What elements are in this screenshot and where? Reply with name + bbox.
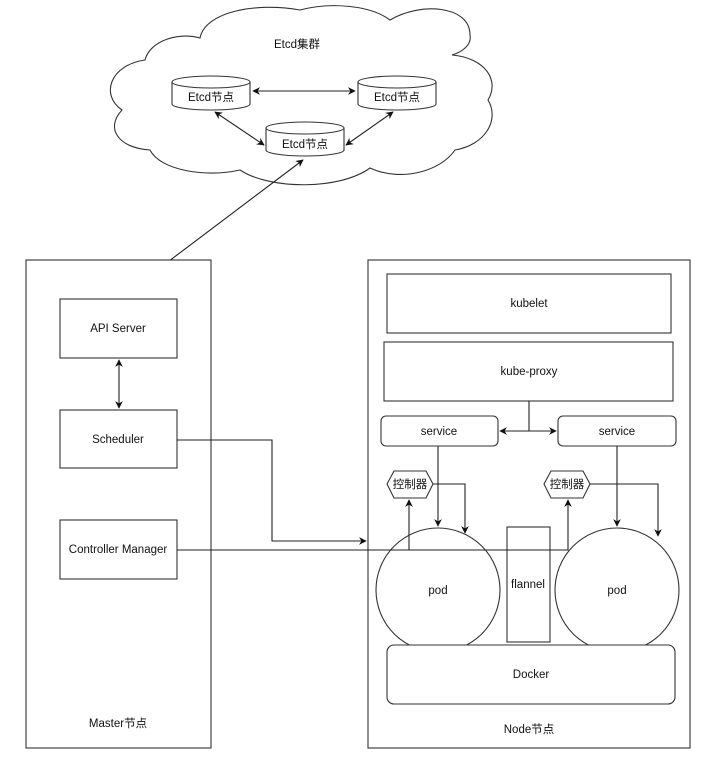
etcd-node-label: Etcd节点 <box>282 138 328 151</box>
worker-node: Node节点 kubelet kube-proxy service servic… <box>367 259 691 749</box>
service-label: service <box>421 426 457 438</box>
cloud-shape <box>109 5 493 186</box>
api-server-label: API Server <box>90 323 146 335</box>
kubelet[interactable]: kubelet <box>386 273 672 334</box>
controller-right[interactable]: 控制器 <box>543 470 591 499</box>
kube-proxy-label: kube-proxy <box>501 366 558 378</box>
service-label: service <box>599 426 635 438</box>
scheduler-label: Scheduler <box>92 434 144 446</box>
pod-left[interactable]: pod <box>375 527 501 653</box>
etcd-node-label: Etcd节点 <box>188 91 234 104</box>
etcd-node-left: Etcd节点 <box>171 75 251 111</box>
controller-manager-label: Controller Manager <box>69 544 168 556</box>
edge-controller-right-pod <box>590 483 662 537</box>
etcd-cluster: Etcd集群 Etcd节点 Etcd节点 Etcd节点 <box>109 5 493 186</box>
flannel-label: flannel <box>511 579 545 591</box>
master-node-title: Master节点 <box>89 717 147 730</box>
pod-label: pod <box>607 585 626 597</box>
edge-controller-manager-controller-right <box>409 499 572 551</box>
edge-controller-left-pod <box>433 483 469 534</box>
master-node: Master节点 API Server Scheduler Controller… <box>25 259 212 749</box>
docker-label: Docker <box>513 669 550 681</box>
api-server[interactable]: API Server <box>59 298 178 359</box>
edge-etcd-left-bottom <box>214 111 265 146</box>
service-right[interactable]: service <box>557 415 677 447</box>
edge-etcd-right-bottom <box>345 111 394 146</box>
pod-right[interactable]: pod <box>554 527 680 653</box>
edge-scheduler-node <box>177 439 367 545</box>
controller-label: 控制器 <box>393 477 428 491</box>
controller-manager[interactable]: Controller Manager <box>59 519 178 580</box>
controller-label: 控制器 <box>550 477 585 491</box>
docker[interactable]: Docker <box>386 644 676 705</box>
kubelet-label: kubelet <box>510 298 548 310</box>
scheduler[interactable]: Scheduler <box>59 409 178 469</box>
etcd-node-label: Etcd节点 <box>374 91 420 104</box>
worker-node-title: Node节点 <box>504 723 555 736</box>
etcd-node-right: Etcd节点 <box>357 75 437 111</box>
pod-label: pod <box>428 585 447 597</box>
controller-left[interactable]: 控制器 <box>386 470 434 499</box>
service-left[interactable]: service <box>380 415 499 447</box>
etcd-cluster-title: Etcd集群 <box>274 37 321 51</box>
kube-proxy[interactable]: kube-proxy <box>383 341 674 402</box>
etcd-node-bottom: Etcd节点 <box>265 121 345 157</box>
flannel[interactable]: flannel <box>506 526 551 643</box>
